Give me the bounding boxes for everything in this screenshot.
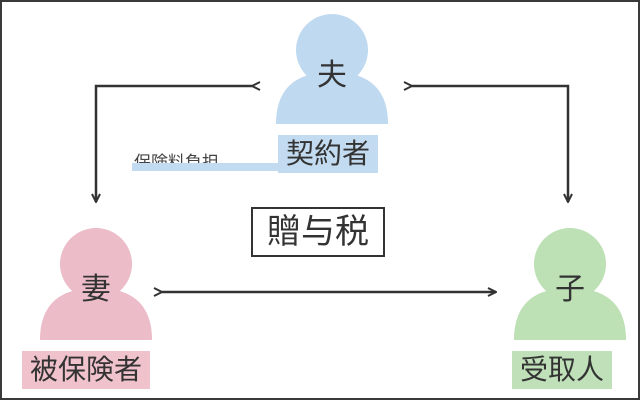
husband-body — [276, 72, 388, 124]
insured-tag: 被保険者 — [22, 351, 151, 389]
wife-head — [60, 228, 132, 300]
contractor-tag: 契約者 — [278, 135, 379, 173]
husband-label: 夫 — [317, 58, 347, 93]
beneficiary-tag: 受取人 — [512, 351, 613, 389]
arrow-husband-child — [412, 86, 568, 202]
husband-head — [296, 14, 368, 86]
husband-person-icon — [276, 14, 388, 124]
note-underline — [132, 163, 278, 171]
child-label: 子 — [555, 272, 585, 307]
child-body — [514, 288, 626, 340]
wife-body — [40, 288, 152, 340]
child-person-icon — [514, 228, 626, 340]
wife-label: 妻 — [81, 272, 111, 307]
arrow-husband-wife — [96, 86, 252, 202]
wife-person-icon — [40, 228, 152, 340]
child-head — [534, 228, 606, 300]
gift-tax-box: 贈与税 — [251, 207, 385, 257]
